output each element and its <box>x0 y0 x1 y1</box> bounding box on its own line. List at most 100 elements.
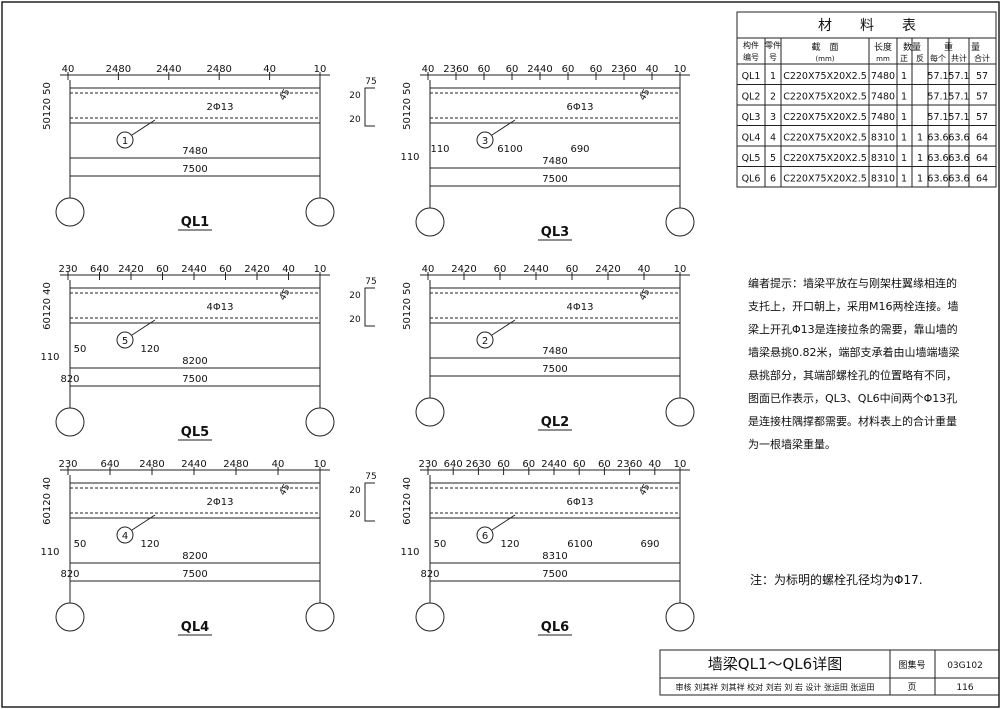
top-dim-label: 640 <box>100 459 119 470</box>
part-marker <box>476 331 494 349</box>
top-dim-label: 2360 <box>617 459 642 470</box>
column-right <box>305 407 335 437</box>
page-label: 页 <box>907 682 916 693</box>
hdr-member: 编号 <box>743 52 759 62</box>
top-dim-label: 2360 <box>611 64 636 75</box>
left-stack-dim: 50120 50 <box>402 282 413 330</box>
table-cell: 64 <box>976 133 988 144</box>
table-cell: C220X75X20X2.5 <box>783 133 867 144</box>
beam-label: QL4 <box>181 620 209 635</box>
note-line: 支托上，开口朝上，采用M16两栓连接。墙 <box>748 300 959 313</box>
top-dim-label: 640 <box>444 459 463 470</box>
hdr-section: 截 面 <box>811 41 838 53</box>
part-number: 3 <box>482 136 488 147</box>
mid-length: 7480 <box>542 346 567 357</box>
beam-label: QL5 <box>181 425 209 440</box>
inner-dim: 120 <box>140 344 159 355</box>
page-number: 116 <box>956 683 973 693</box>
beam-label: QL6 <box>541 620 569 635</box>
footnote: 注：为标明的螺栓孔径均为Φ17. <box>750 573 923 587</box>
hole-label: 6Φ13 <box>567 497 594 508</box>
mid-length: 8200 <box>182 356 207 367</box>
column-left <box>55 197 85 227</box>
table-cell: C220X75X20X2.5 <box>783 71 867 82</box>
note-line: 是连接柱隅撑都需要。材料表上的合计重量 <box>748 415 957 428</box>
table-cell: QL3 <box>742 112 761 123</box>
top-dim-label: 10 <box>674 264 687 275</box>
table-cell: 63.6 <box>948 174 969 185</box>
table-cell: QL4 <box>742 133 761 144</box>
beam-label: QL1 <box>181 215 209 230</box>
mid-length: 8310 <box>542 551 567 562</box>
table-cell: 57.1 <box>948 92 969 103</box>
top-dim-label: 2480 <box>206 64 231 75</box>
table-cell: 8310 <box>871 133 895 144</box>
table-cell: 57.1 <box>927 112 948 123</box>
inner-dim: 690 <box>640 539 659 550</box>
edge-dim: 45 <box>638 88 652 103</box>
table-cell: QL6 <box>742 174 761 185</box>
leader <box>131 119 156 136</box>
table-title: 材 料 表 <box>818 18 916 34</box>
column-right <box>305 602 335 632</box>
table-cell: 1 <box>901 174 907 185</box>
leader <box>491 514 516 531</box>
top-dim-label: 60 <box>562 64 575 75</box>
table-cell: 63.6 <box>927 133 948 144</box>
column-left <box>415 397 445 427</box>
inner-dim: 690 <box>570 144 589 155</box>
top-dim-label: 40 <box>272 459 285 470</box>
hdr-member: 构件 <box>743 40 759 50</box>
top-dim-label: 10 <box>314 64 327 75</box>
top-dim-label: 60 <box>156 264 169 275</box>
edge-dim: 45 <box>278 483 292 498</box>
table-cell: C220X75X20X2.5 <box>783 174 867 185</box>
edge-dim: 45 <box>278 88 292 103</box>
note-line: 墙梁悬挑0.82米，端部支承着由山墙端墙梁 <box>748 346 960 359</box>
top-dim-label: 40 <box>422 64 435 75</box>
top-dim-label: 2480 <box>223 459 248 470</box>
table-cell: 57.1 <box>948 71 969 82</box>
hole-label: 2Φ13 <box>207 102 234 113</box>
total-length: 7500 <box>182 374 207 385</box>
atlas-number: 03G102 <box>947 661 983 671</box>
top-dim-label: 2440 <box>156 64 181 75</box>
table-cell: 7480 <box>871 112 895 123</box>
hdr-qty-neg: 反 <box>916 53 924 63</box>
top-dim-label: 10 <box>314 264 327 275</box>
hole-label: 2Φ13 <box>207 497 234 508</box>
top-dim-label: 2360 <box>443 64 468 75</box>
table-cell: 57.1 <box>948 112 969 123</box>
leader <box>491 119 516 136</box>
total-length: 7500 <box>182 164 207 175</box>
top-dim-label: 60 <box>598 459 611 470</box>
top-dim-label: 2440 <box>181 459 206 470</box>
hdr-w-sum: 共计 <box>951 53 967 63</box>
signature-row: 审核 刘其祥 刘其祥 校对 刘岩 刘 岩 设计 张运田 张运田 <box>676 682 875 692</box>
inner-dim: 6100 <box>497 144 522 155</box>
top-dim-label: 40 <box>282 264 295 275</box>
total-length: 7500 <box>542 569 567 580</box>
hdr-part: 零件 <box>765 40 781 50</box>
top-dim-label: 60 <box>522 459 535 470</box>
table-cell: 57 <box>976 92 988 103</box>
end-dim: 110 <box>400 152 419 163</box>
top-dim-label: 60 <box>506 64 519 75</box>
section-h1: 20 <box>349 291 361 301</box>
section-width: 75 <box>365 277 376 287</box>
leader <box>131 514 156 531</box>
part-number: 4 <box>122 531 128 542</box>
table-cell: 4 <box>770 133 776 144</box>
edge-dim: 45 <box>278 288 292 303</box>
section-h1: 20 <box>349 91 361 101</box>
note-line: 梁上开孔Φ13是连接拉条的需要，靠山墙的 <box>748 323 958 336</box>
top-dim-label: 2420 <box>118 264 143 275</box>
